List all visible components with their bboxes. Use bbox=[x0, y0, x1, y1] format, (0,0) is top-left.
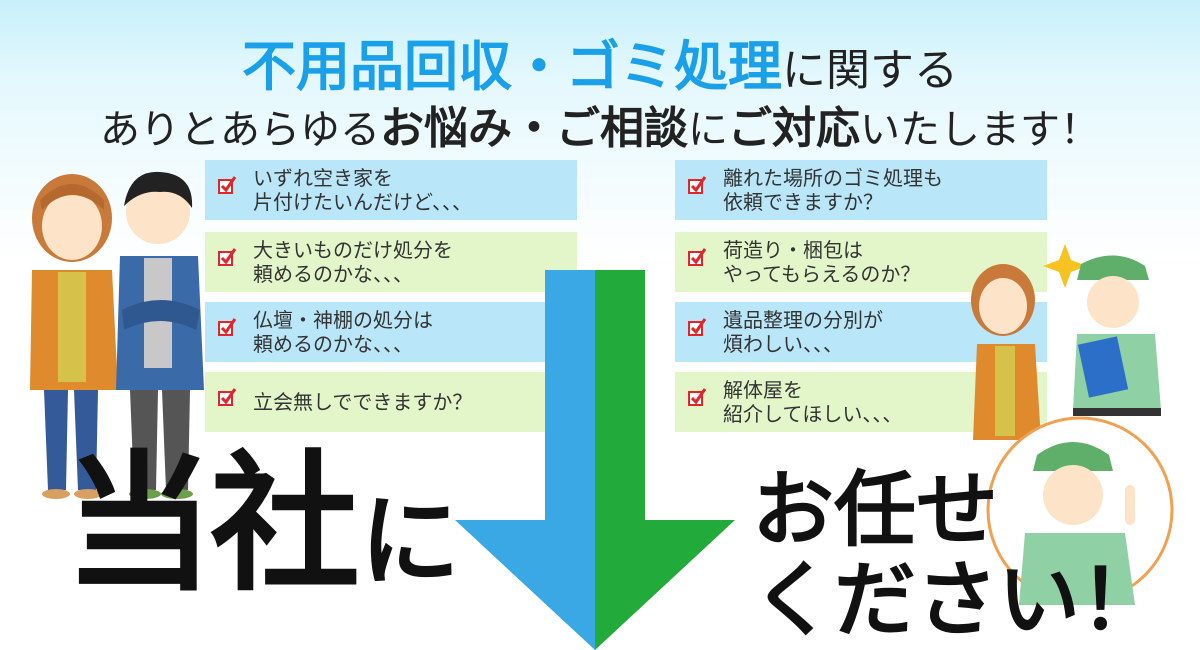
question-text: 解体屋を 紹介してほしい、、、 bbox=[723, 378, 903, 426]
leave-it-to-us-line2: ください！ bbox=[752, 553, 1163, 648]
question-text: 荷造り・梱包は やってもらえるのか？ bbox=[723, 238, 921, 286]
staff-pointing-illustration bbox=[986, 416, 1174, 605]
worker-and-customer-illustration bbox=[971, 244, 1161, 440]
question-text: いずれ空き家を 片付けたいんだけど、、、 bbox=[253, 166, 472, 214]
question-card: 立会無しでできますか？ bbox=[205, 372, 577, 432]
company-word: 当社 bbox=[64, 438, 360, 612]
question-card: 離れた場所のゴミ処理も 依頼できますか？ bbox=[675, 160, 1047, 220]
heading-part-d: ご対応 bbox=[728, 103, 860, 154]
heading-line-1: 不用品回収・ゴミ処理に関する bbox=[0, 22, 1200, 98]
leave-it-to-us-line1: お任せ bbox=[752, 463, 999, 558]
question-text: 遺品整理の分別が 煩わしい、、、 bbox=[723, 308, 883, 356]
checkbox-checked-icon bbox=[688, 248, 707, 266]
question-text: 仏壇・神棚の処分は 頼めるのかな、、、 bbox=[253, 308, 433, 356]
heading-part-b: お悩み・ご相談 bbox=[380, 103, 688, 154]
checkbox-checked-icon bbox=[218, 318, 237, 336]
heading-line-2: ありとあらゆるお悩み・ご相談にご対応いたします！ bbox=[0, 92, 1200, 154]
company-particle: に bbox=[360, 483, 461, 600]
checkbox-checked-icon bbox=[688, 176, 707, 194]
worried-couple-illustration bbox=[30, 171, 204, 499]
question-card: 荷造り・梱包は やってもらえるのか？ bbox=[675, 232, 1047, 292]
heading-highlight: 不用品回収・ゴミ処理 bbox=[242, 35, 782, 98]
checkbox-checked-icon bbox=[688, 388, 707, 406]
checkbox-checked-icon bbox=[218, 176, 237, 194]
question-card: いずれ空き家を 片付けたいんだけど、、、 bbox=[205, 160, 577, 220]
company-label: 当社に bbox=[64, 450, 460, 630]
question-text: 離れた場所のゴミ処理も 依頼できますか？ bbox=[723, 166, 943, 214]
heading-part-e: いたします！ bbox=[860, 107, 1100, 153]
checkbox-checked-icon bbox=[218, 248, 237, 266]
checkbox-checked-icon bbox=[218, 388, 237, 406]
question-card: 仏壇・神棚の処分は 頼めるのかな、、、 bbox=[205, 302, 577, 362]
down-arrow-icon bbox=[455, 270, 735, 650]
sparkle-icon bbox=[1043, 244, 1087, 288]
checkbox-checked-icon bbox=[688, 318, 707, 336]
question-card: 大きいものだけ処分を 頼めるのかな、、、 bbox=[205, 232, 577, 292]
question-text: 立会無しでできますか？ bbox=[253, 390, 473, 414]
heading-rest: に関する bbox=[782, 45, 958, 96]
question-text: 大きいものだけ処分を 頼めるのかな、、、 bbox=[253, 238, 453, 286]
heading-part-c: に bbox=[688, 107, 728, 153]
heading-part-a: ありとあらゆる bbox=[100, 107, 380, 153]
